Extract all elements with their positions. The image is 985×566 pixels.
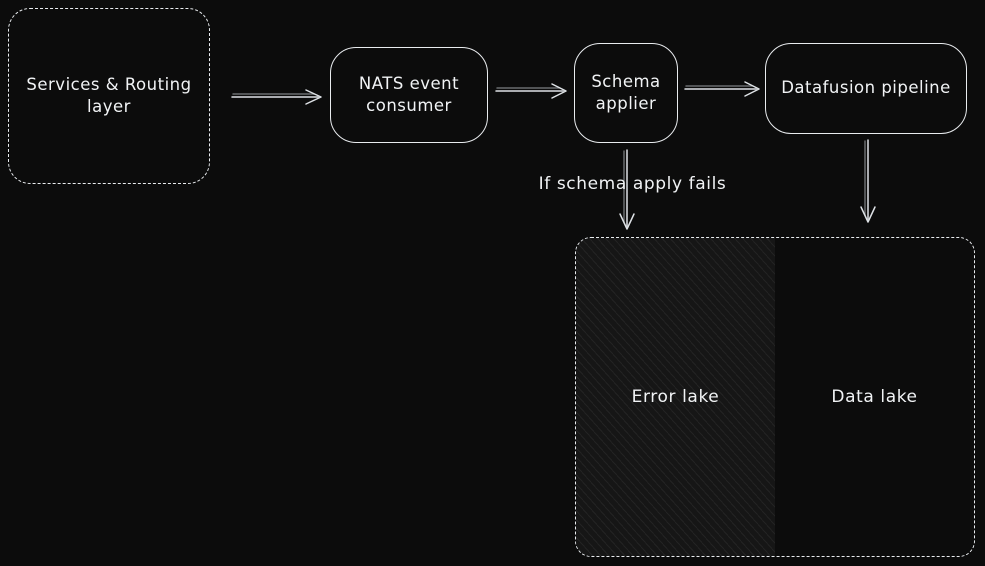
error-lake-label: Error lake: [631, 387, 720, 407]
node-nats-label-line2: consumer: [366, 96, 452, 115]
node-data-lake: Data lake: [775, 238, 974, 556]
arrow-nats-to-schema: [495, 83, 567, 99]
node-error-lake: Error lake: [576, 238, 775, 556]
node-services-label-line2: layer: [87, 97, 131, 116]
edge-label-schema-apply-fails: If schema apply fails: [538, 174, 727, 194]
arrow-services-to-nats: [231, 89, 322, 105]
arrow-schema-to-datafusion: [684, 81, 760, 97]
node-nats-label-line1: NATS event: [358, 73, 460, 93]
arrow-datafusion-to-data-lake: [860, 139, 876, 223]
node-datafusion-pipeline: Datafusion pipeline: [765, 43, 967, 134]
node-nats-event-consumer: NATS event consumer: [330, 47, 488, 143]
node-services-routing-layer: Services & Routing layer: [8, 8, 210, 184]
node-schema-label-line1: Schema: [591, 71, 661, 91]
node-schema-applier: Schema applier: [574, 43, 678, 143]
data-lake-label: Data lake: [831, 387, 918, 407]
node-services-label-line1: Services & Routing: [26, 74, 192, 94]
node-datafusion-label: Datafusion pipeline: [781, 78, 951, 98]
node-schema-label-line2: applier: [595, 94, 657, 113]
node-lake-container: Error lake Data lake: [575, 237, 975, 557]
